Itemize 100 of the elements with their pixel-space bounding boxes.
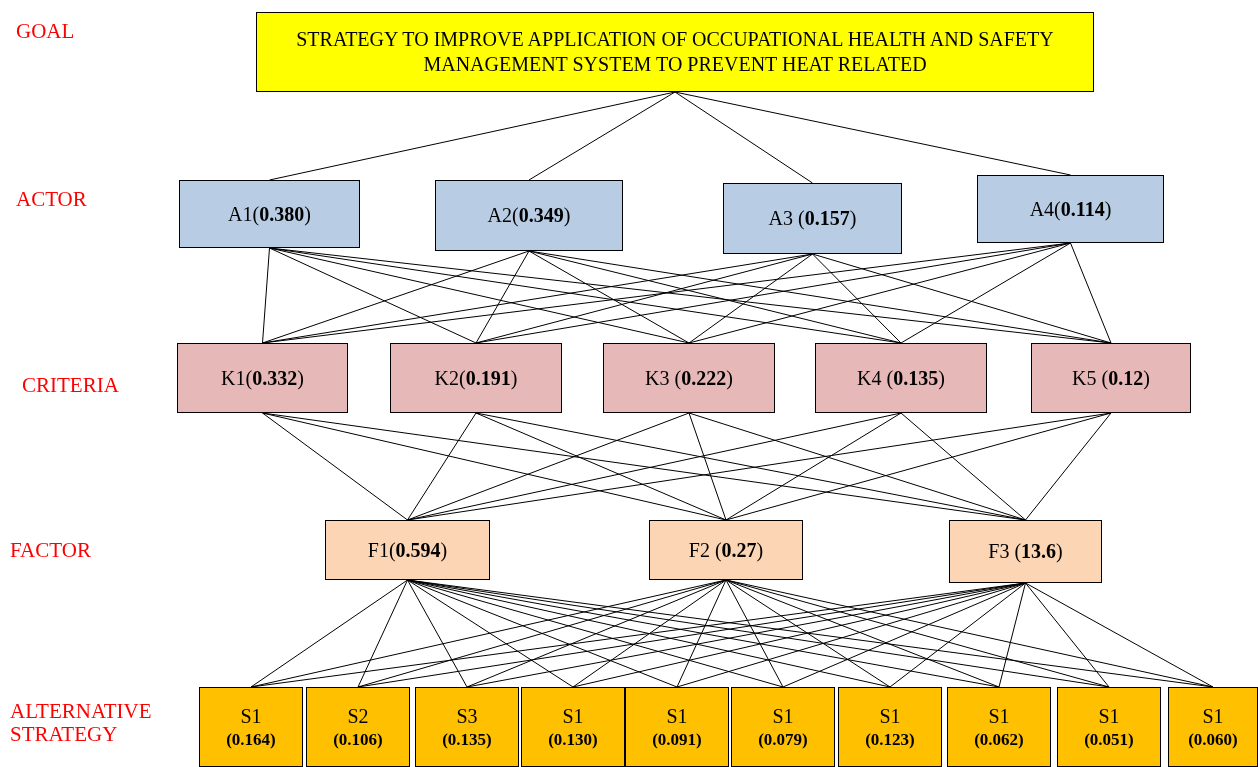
connector-line [812,253,1112,344]
strategy-box [521,687,625,767]
level-label: FACTOR [10,539,91,563]
node-label: F3 (13.6) [988,539,1063,564]
connector-line [1025,582,1110,688]
connector-line [998,582,1026,688]
node-label: STRATEGY TO IMPROVE APPLICATION OF OCCUPATIONAL HEALTH AND SAFETY MANAGEMENT SYSTEM TO PREVENT HEAT RELATED [295,27,1055,77]
criteria-box [815,343,987,413]
connector-line [269,247,477,344]
node-label: A3 (0.157) [768,206,857,231]
node-label: S1 [772,703,794,729]
weight-value: (0.079) [758,728,808,751]
factor-box [325,520,490,580]
weight-value: (0.135) [442,728,492,751]
connector-line [688,412,1026,521]
connector-line [812,253,902,344]
weight-value: (0.060) [1188,728,1238,751]
node-label: F2 (0.27) [688,537,764,563]
node-label: K3 (0.222) [645,365,733,391]
connector-line [1025,582,1214,688]
connector-line [889,582,1026,688]
strategy-box [306,687,410,767]
connector-line [688,412,727,521]
connector-line [688,253,813,344]
connector-line [466,579,727,688]
connector-line [250,579,408,688]
actor-box [723,183,902,254]
weight-value: (0.091) [652,728,702,751]
connector-line [262,250,530,344]
connector-line [262,412,408,521]
node-label: K4 (0.135) [857,365,945,391]
strategy-box [199,687,303,767]
connector-line [528,91,676,181]
weight-value: (0.164) [226,728,276,751]
strategy-box [625,687,729,767]
level-label: ALTERNATIVE STRATEGY [10,700,153,747]
node-label: A1(0.380) [228,201,311,227]
weight-value: (0.051) [1084,728,1134,751]
node-label: S1 [562,703,584,729]
connector-line [528,250,690,344]
criteria-box [1031,343,1191,413]
strategy-box [415,687,519,767]
node-label: S3 [456,703,478,729]
weight-value: (0.130) [548,728,598,751]
level-label: CRITERIA [22,374,119,398]
connector-line [900,242,1071,344]
connector-line [782,582,1026,688]
connector-line [725,579,784,688]
level-label: GOAL [16,20,75,44]
connector-line [357,579,408,688]
strategy-box [838,687,942,767]
connector-line [725,579,891,688]
connector-line [407,412,690,521]
node-label: S1 [1098,703,1120,729]
node-label: K1(0.332) [221,365,304,391]
node-label: S1 [1202,703,1224,729]
connector-line [407,579,784,688]
node-label: A2(0.349) [487,203,571,228]
strategy-box [1168,687,1258,767]
node-label: K2(0.191) [434,365,518,391]
criteria-box [603,343,775,413]
goal-box [256,12,1094,92]
criteria-box [177,343,348,413]
node-label: S1 [240,703,262,729]
node-label: F1(0.594) [367,537,448,563]
connector-line [262,247,270,344]
strategy-box [947,687,1051,767]
connector-line [725,579,1000,688]
connector-line [725,412,902,521]
actor-box [435,180,623,251]
factor-box [949,520,1102,583]
node-label: A4(0.114) [1029,196,1112,222]
actor-box [977,175,1164,243]
connector-line [688,242,1071,344]
connector-line [475,250,530,344]
node-label: S1 [666,703,688,729]
connector-line [1070,242,1112,344]
connector-line [475,412,727,521]
connector-line [674,91,813,184]
weight-value: (0.062) [974,728,1024,751]
strategy-box [1057,687,1161,767]
connector-line [572,579,727,688]
connector-line [407,579,574,688]
node-label: K5 (0.12) [1072,365,1150,391]
criteria-box [390,343,562,413]
strategy-box [731,687,835,767]
node-label: S1 [988,703,1010,729]
connector-line [676,579,727,688]
connector-line [407,579,468,688]
node-label: S1 [879,703,901,729]
connector-line [407,412,477,521]
connector-line [676,582,1026,688]
level-label: ACTOR [16,188,87,212]
factor-box [649,520,803,580]
connector-line [900,412,1026,521]
node-label: S2 [347,703,369,729]
connector-line [1025,412,1112,521]
weight-value: (0.123) [865,728,915,751]
weight-value: (0.106) [333,728,383,751]
actor-box [179,180,360,248]
